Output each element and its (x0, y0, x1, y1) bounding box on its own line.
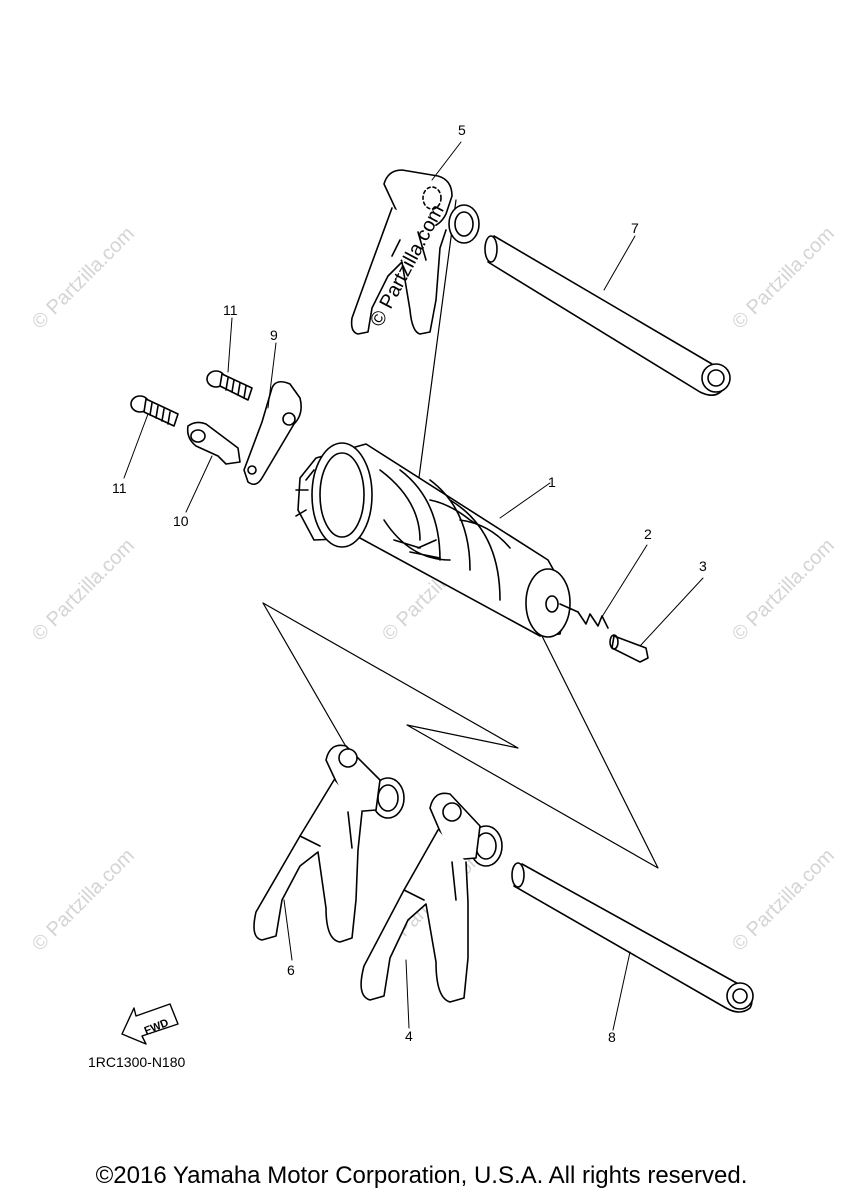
callout-5: 5 (458, 122, 466, 138)
copyright-notice: ©2016 Yamaha Motor Corporation, U.S.A. A… (95, 1162, 748, 1189)
bolt-11-lower (130, 395, 179, 427)
leader-lines (123, 141, 704, 1031)
callout-3: 3 (699, 558, 707, 574)
pin-3 (609, 634, 649, 663)
callout-7: 7 (631, 220, 639, 236)
shift-cam-drum-1 (295, 442, 571, 638)
callout-8: 8 (608, 1029, 616, 1045)
callout-11-upper: 11 (223, 302, 238, 318)
shift-fork-shaft-7 (484, 235, 731, 396)
stopper-plate-9 (243, 380, 302, 486)
shift-fork-shaft-8 (511, 862, 754, 1013)
bolt-11-upper (206, 370, 253, 401)
shift-fork-4 (360, 792, 503, 1003)
callout-4: 4 (405, 1028, 413, 1044)
callout-1: 1 (548, 474, 556, 490)
fwd-arrow-icon: FWD (121, 1003, 179, 1045)
callout-2: 2 (644, 526, 652, 542)
shift-fork-6 (253, 744, 405, 943)
diagram-code: 1RC1300-N180 (88, 1054, 186, 1070)
callout-9: 9 (270, 327, 278, 343)
spring-2 (559, 603, 609, 629)
shift-fork-5 (350, 169, 480, 335)
callout-10: 10 (173, 513, 189, 529)
callout-11-lower: 11 (112, 480, 127, 496)
stopper-lever-10 (186, 421, 241, 465)
callout-6: 6 (287, 962, 295, 978)
